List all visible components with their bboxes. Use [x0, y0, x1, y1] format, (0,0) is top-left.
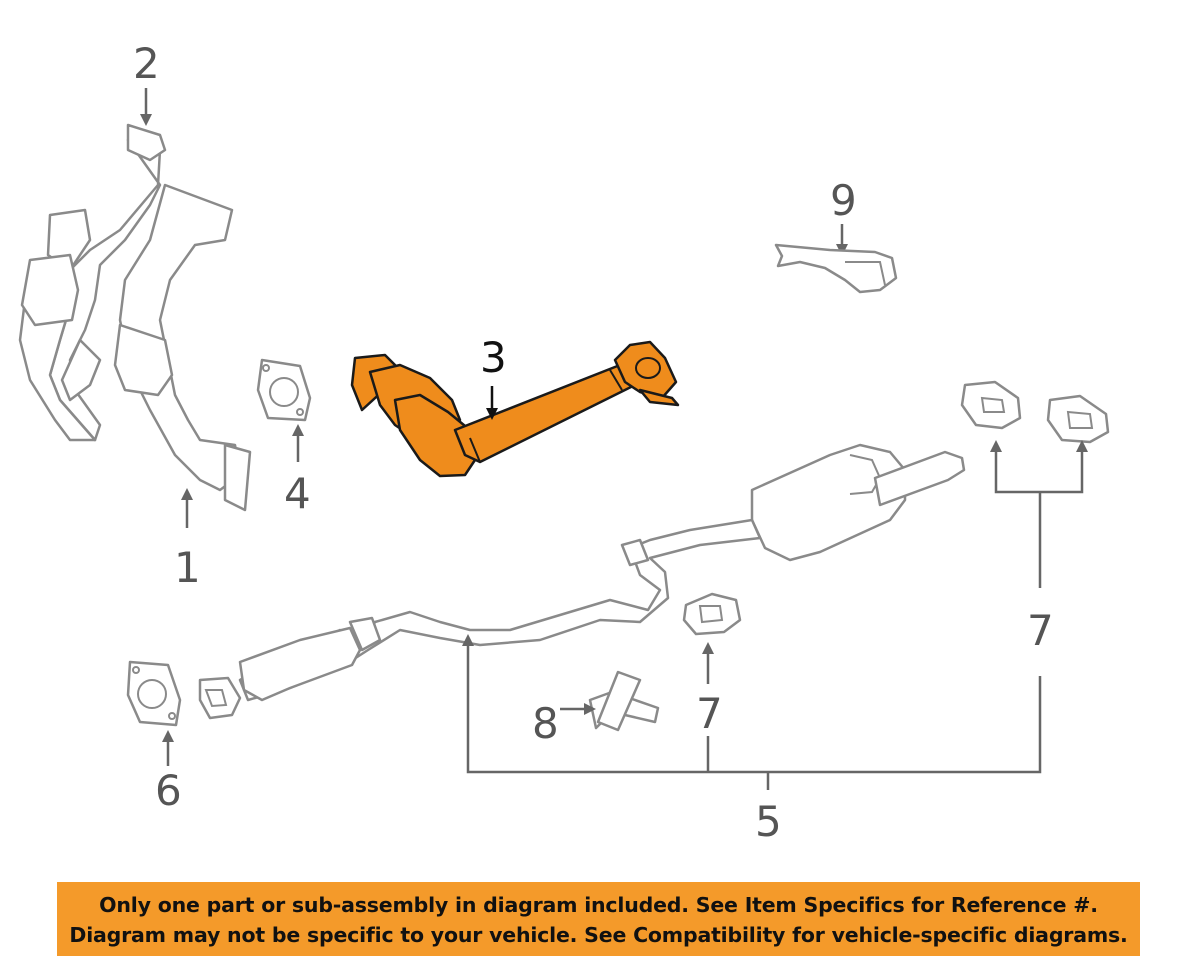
arrow-3	[486, 408, 498, 420]
arrow-6	[162, 730, 174, 742]
part-8-clamp[interactable]	[588, 670, 660, 732]
callout-4: 4	[284, 469, 311, 518]
arrow-7b	[1076, 440, 1088, 452]
part-9-bracket[interactable]	[774, 243, 898, 294]
arrow-1	[181, 488, 193, 500]
part-4-gasket[interactable]	[256, 358, 312, 422]
arrow-8	[584, 703, 596, 715]
part-1-front-pipe-assembly[interactable]	[18, 123, 252, 512]
part-7-hanger-lower[interactable]	[682, 592, 742, 636]
leader-5-bracket	[466, 644, 1042, 774]
part-7-hanger-upper-b[interactable]	[1046, 394, 1110, 444]
arrow-7-lower	[702, 642, 714, 654]
notice-line-1: Only one part or sub-assembly in diagram…	[99, 893, 1098, 917]
callout-2: 2	[133, 39, 160, 88]
callout-7-lower: 7	[696, 689, 723, 738]
callout-8: 8	[532, 699, 559, 748]
notice-line-2: Diagram may not be specific to your vehi…	[69, 923, 1128, 947]
part-3-catalytic-converter-pipe[interactable]	[350, 340, 680, 478]
arrow-5	[462, 634, 474, 646]
part-5-muffler-assembly[interactable]	[198, 443, 966, 720]
arrow-7a	[990, 440, 1002, 452]
part-7-hanger-upper-a[interactable]	[960, 380, 1022, 430]
leader-7-bracket	[994, 450, 1084, 494]
callout-9: 9	[830, 176, 857, 225]
callout-6: 6	[155, 766, 182, 815]
arrow-4	[292, 424, 304, 436]
callout-5: 5	[755, 797, 782, 846]
arrow-2	[140, 114, 152, 126]
notice-banner: Only one part or sub-assembly in diagram…	[57, 882, 1140, 956]
callout-7-upper: 7	[1027, 606, 1054, 655]
callout-3: 3	[480, 333, 507, 382]
part-6-gasket[interactable]	[126, 660, 182, 727]
callout-1: 1	[174, 543, 201, 592]
